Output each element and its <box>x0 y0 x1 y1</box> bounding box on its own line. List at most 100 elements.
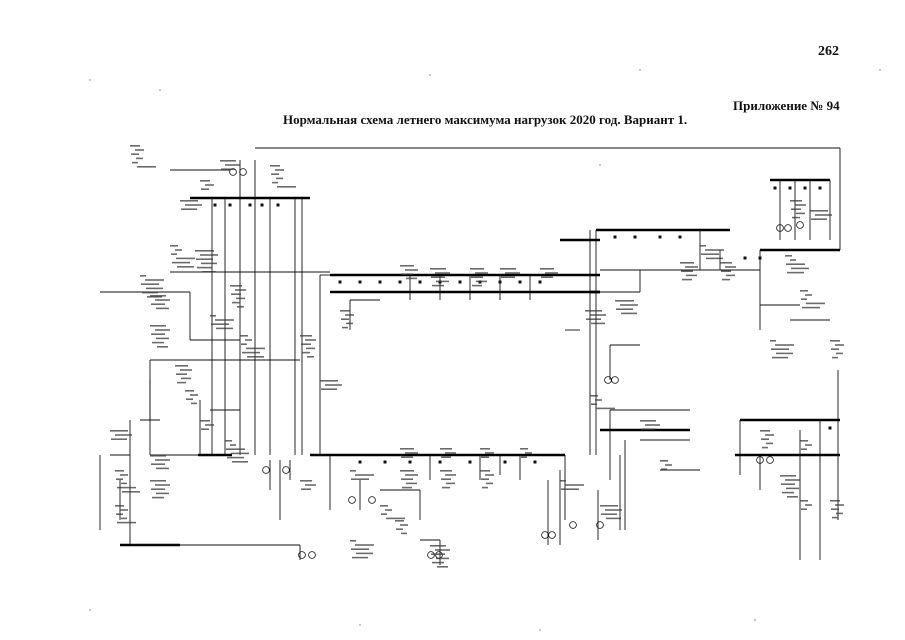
transformer-symbol <box>239 168 247 176</box>
label-fragment <box>560 480 566 482</box>
label-fragment <box>485 474 494 476</box>
label-fragment <box>120 474 128 476</box>
label-fragment <box>791 208 801 210</box>
breaker <box>458 280 462 284</box>
transformer-symbol <box>541 531 549 539</box>
label-fragment <box>386 517 405 520</box>
label-fragment <box>227 456 244 459</box>
label-fragment <box>762 446 768 449</box>
label-fragment <box>351 478 369 480</box>
label-fragment <box>306 347 315 350</box>
label-fragment <box>791 267 809 270</box>
breaker <box>498 280 502 284</box>
label-fragment <box>307 356 314 358</box>
label-fragment <box>621 312 637 315</box>
label-fragment <box>145 279 164 281</box>
label-fragment <box>436 557 449 560</box>
label-fragment <box>832 516 838 519</box>
label-fragment <box>801 508 807 510</box>
label-fragment <box>436 280 449 283</box>
label-fragment <box>115 434 132 436</box>
transformer-symbol <box>348 496 356 504</box>
label-fragment <box>122 491 140 493</box>
label-fragment <box>685 266 698 268</box>
label-fragment <box>205 424 214 426</box>
label-fragment <box>585 310 602 312</box>
label-fragment <box>780 475 796 477</box>
label-fragment <box>225 164 240 166</box>
transformer-symbol <box>784 224 792 232</box>
label-fragment <box>645 424 660 426</box>
label-fragment <box>175 365 188 367</box>
breaker <box>613 235 617 239</box>
label-fragment <box>405 452 418 454</box>
label-fragment <box>350 540 356 542</box>
label-fragment <box>155 329 170 331</box>
label-fragment <box>141 283 159 285</box>
label-fragment <box>301 488 311 490</box>
label-fragment <box>486 482 493 485</box>
label-fragment <box>355 474 374 476</box>
label-fragment <box>171 253 177 255</box>
label-fragment <box>430 545 446 547</box>
breaker <box>338 280 342 284</box>
label-fragment <box>686 274 697 277</box>
label-fragment <box>351 548 369 550</box>
transformer-symbol <box>776 224 784 232</box>
breaker <box>773 186 777 190</box>
label-fragment <box>241 343 247 345</box>
label-fragment <box>132 161 138 164</box>
page-number: 262 <box>818 44 839 59</box>
label-fragment <box>131 153 139 155</box>
breaker <box>408 460 412 464</box>
label-fragment <box>442 486 450 489</box>
label-fragment <box>615 300 634 302</box>
scan-dot <box>89 609 91 611</box>
transformer-symbol <box>596 521 604 529</box>
label-fragment <box>151 333 165 335</box>
label-fragment <box>785 255 792 257</box>
label-fragment <box>305 339 316 341</box>
scan-dot <box>599 164 601 166</box>
label-fragment <box>195 250 214 252</box>
label-fragment <box>177 381 186 384</box>
label-fragment <box>121 482 127 485</box>
label-fragment <box>480 448 490 450</box>
label-fragment <box>325 384 342 386</box>
breaker <box>260 203 264 207</box>
label-fragment <box>385 509 392 511</box>
label-fragment <box>237 306 244 308</box>
label-fragment <box>152 496 164 499</box>
label-fragment <box>405 269 418 271</box>
label-fragment <box>660 460 668 462</box>
label-fragment <box>682 278 692 281</box>
label-fragment <box>681 270 693 272</box>
label-fragment <box>401 456 413 458</box>
breaker <box>378 280 382 284</box>
breaker <box>383 460 387 464</box>
label-fragment <box>400 448 414 450</box>
label-fragment <box>231 452 249 455</box>
label-fragment <box>815 214 832 216</box>
label-fragment <box>545 272 558 274</box>
label-fragment <box>172 261 190 264</box>
label-fragment <box>471 276 483 278</box>
label-fragment <box>200 420 210 422</box>
label-fragment <box>402 486 412 489</box>
label-fragment <box>342 326 348 329</box>
breaker <box>678 235 682 239</box>
label-fragment <box>586 318 601 320</box>
breaker <box>518 280 522 284</box>
transformer-symbol <box>368 496 376 504</box>
label-fragment <box>152 341 164 344</box>
label-fragment <box>565 484 584 486</box>
page-title: Нормальная схема летнего максимума нагру… <box>283 112 688 127</box>
label-fragment <box>190 394 198 396</box>
label-fragment <box>440 448 452 450</box>
label-fragment <box>300 480 312 482</box>
label-fragment <box>470 268 484 270</box>
label-fragment <box>400 470 414 472</box>
label-fragment <box>150 455 166 457</box>
label-fragment <box>321 388 337 390</box>
label-fragment <box>155 484 170 486</box>
